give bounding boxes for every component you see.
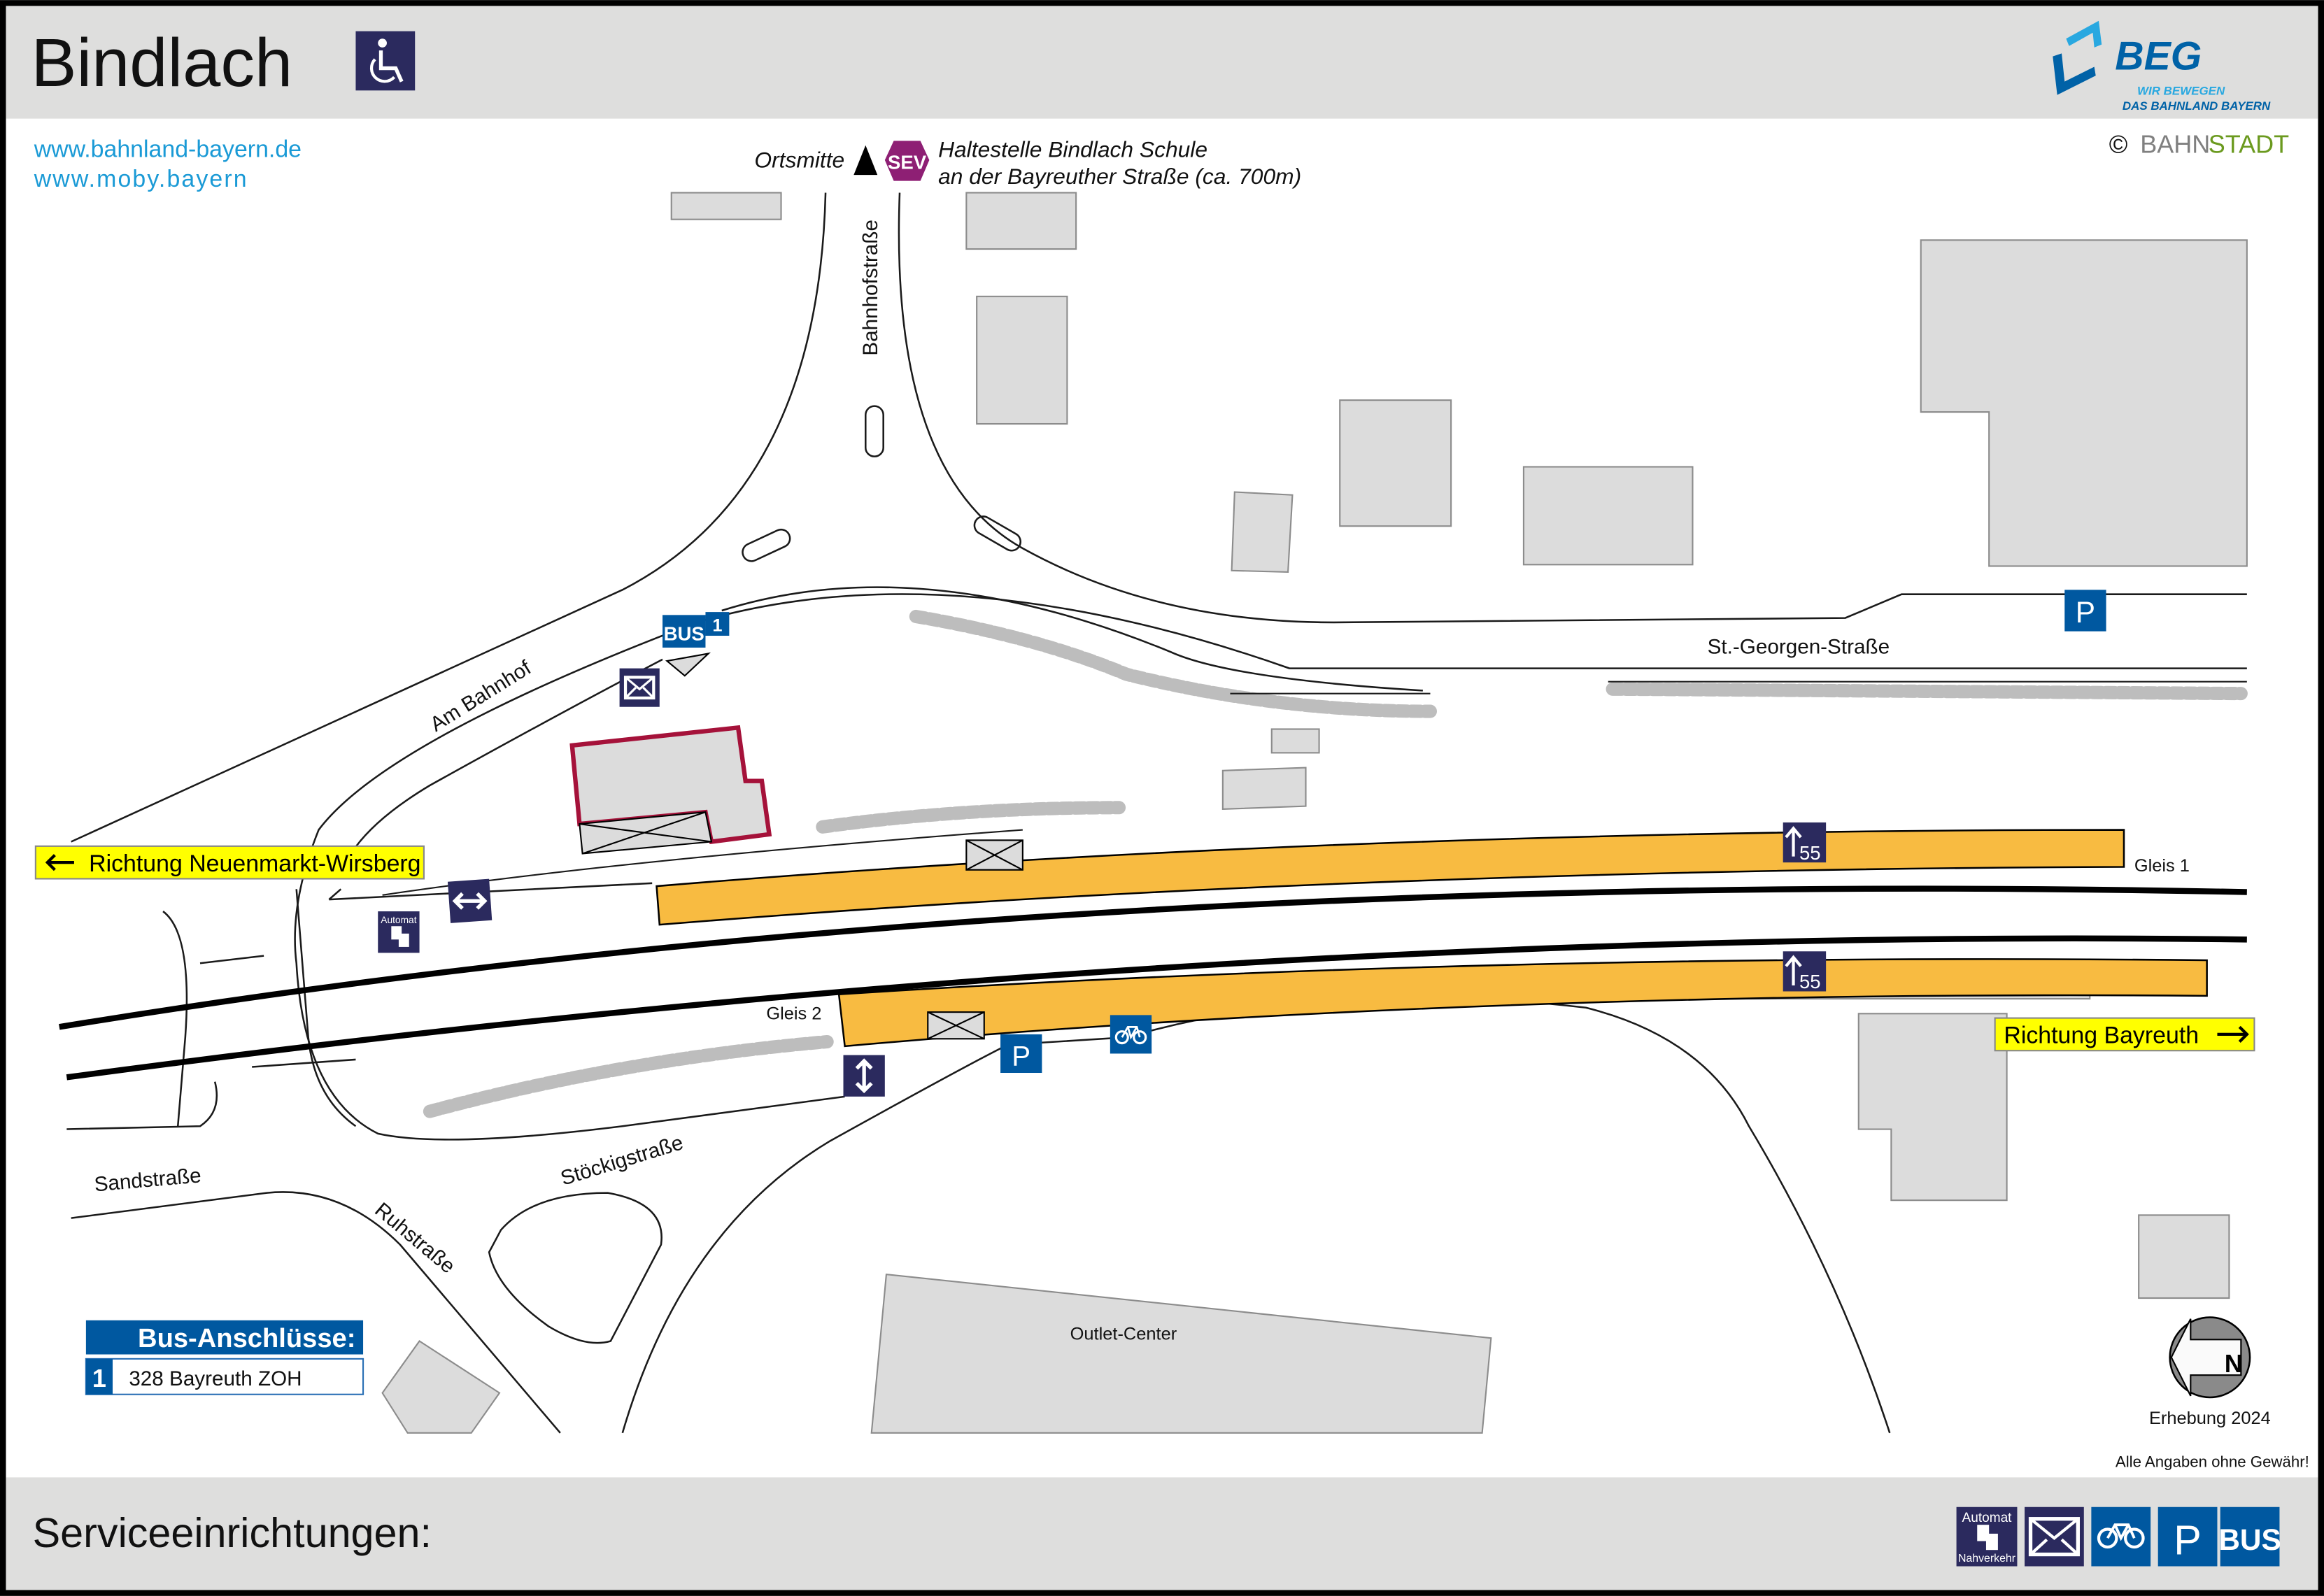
direction-triangle-icon	[853, 145, 878, 176]
beg-tagline-2: DAS BAHNLAND BAYERN	[2123, 99, 2271, 113]
platform-height-sign-gleis-2: 55	[1783, 951, 1827, 992]
track-gleis-1	[59, 885, 2247, 1030]
mailbox-icon-footer	[2025, 1506, 2084, 1567]
link-bahnland-bayern[interactable]: www.bahnland-bayern.de	[34, 136, 302, 163]
footer-automat-top: Automat	[1962, 1511, 2013, 1525]
sev-stop-line1: Haltestelle Bindlach Schule	[938, 137, 1207, 162]
buildings	[381, 192, 2248, 1434]
ortsmitte-label: Ortsmitte	[754, 148, 844, 173]
underpass-horizontal-icon	[447, 878, 493, 923]
beg-tagline-1: WIR BEWEGEN	[2137, 85, 2225, 98]
vegetation	[423, 609, 2248, 1118]
bus-icon: BUS	[2218, 1506, 2281, 1567]
bus-stop-number: 1	[712, 616, 722, 636]
outlet-center-label: Outlet-Center	[1070, 1324, 1177, 1344]
table-row: 1 328 Bayreuth ZOH	[85, 1358, 364, 1395]
footer-automat-bottom: Nahverkehr	[1958, 1553, 2016, 1565]
disclaimer: Alle Angaben ohne Gewähr!	[2116, 1453, 2309, 1471]
platform-height-sign-gleis-1: 55	[1783, 822, 1827, 864]
direction-east-label: Richtung Bayreuth	[2004, 1023, 2199, 1049]
beg-logo: BEG WIR BEWEGEN DAS BAHNLAND BAYERN	[2053, 20, 2271, 113]
ticket-machine-icon: Automat Nahverkehr	[1956, 1506, 2018, 1567]
link-moby-bayern[interactable]: www.moby.bayern	[34, 166, 248, 192]
beg-logo-text: BEG	[2115, 34, 2202, 79]
header-bar	[6, 6, 2318, 119]
footer-bar	[6, 1477, 2318, 1590]
bahnstadt-copyright: © BAHN STADT	[2109, 129, 2289, 158]
roads	[66, 192, 2247, 1434]
arrow-left-icon	[45, 854, 74, 871]
copyright-symbol: ©	[2109, 129, 2128, 158]
footer-parking-label: P	[2174, 1517, 2202, 1564]
sev-badge-text: SEV	[888, 152, 927, 173]
survey-year: Erhebung 2024	[2149, 1409, 2271, 1428]
automat-map-label: Automat	[381, 915, 416, 925]
gleis-1-label: Gleis 1	[2134, 856, 2190, 876]
street-bahnhofstrasse: Bahnhofstraße	[859, 220, 882, 356]
sev-stop-line2: an der Bayreuther Straße (ca. 700m)	[938, 164, 1301, 189]
height-value-gleis-1: 55	[1799, 842, 1821, 864]
mailbox-icon	[619, 668, 660, 707]
station-building	[569, 725, 772, 855]
platform-gleis-1	[656, 829, 2125, 926]
bicycle-parking-icon	[2091, 1506, 2151, 1567]
parking-label-2: P	[1012, 1040, 1030, 1071]
street-st-georgen: St.-Georgen-Straße	[1708, 635, 1890, 658]
sev-badge: SEV	[884, 141, 930, 181]
track-gleis-2	[66, 935, 2247, 1081]
bicycle-parking-icon-map	[1110, 1015, 1152, 1054]
platform-gleis-2	[837, 958, 2208, 1048]
parking-icon-st-georgen: P	[2064, 590, 2106, 632]
bus-stop-sign: BUS 1	[663, 612, 730, 677]
arrow-right-icon	[2217, 1025, 2249, 1043]
height-value-gleis-2: 55	[1799, 971, 1821, 992]
direction-east: Richtung Bayreuth	[1994, 1017, 2255, 1052]
underpass-vertical-icon	[843, 1055, 885, 1097]
bahnstadt-part1: BAHN	[2140, 129, 2210, 158]
footer-title: Serviceeinrichtungen:	[33, 1509, 432, 1556]
bus-connections-table: Bus-Anschlüsse: 1 328 Bayreuth ZOH	[85, 1320, 364, 1395]
bus-stop-number-cell: 1	[92, 1364, 106, 1392]
bus-route-cell: 328 Bayreuth ZOH	[129, 1367, 302, 1390]
north-letter: N	[2225, 1349, 2243, 1378]
page-title: Bindlach	[31, 24, 292, 101]
footer-bus-label: BUS	[2218, 1523, 2281, 1556]
shelter-gleis-2	[927, 1011, 985, 1040]
direction-west: Richtung Neuenmarkt-Wirsberg	[34, 845, 425, 880]
parking-label: P	[2076, 596, 2095, 629]
direction-west-label: Richtung Neuenmarkt-Wirsberg	[89, 850, 420, 877]
gleis-2-label: Gleis 2	[766, 1004, 821, 1024]
north-arrow-icon: N	[2169, 1316, 2251, 1399]
ticket-machine-icon-map: Automat	[378, 911, 420, 953]
bus-connections-title: Bus-Anschlüsse:	[138, 1323, 355, 1353]
parking-icon: P	[2158, 1506, 2218, 1567]
bus-sign-text: BUS	[664, 622, 704, 644]
wheelchair-icon	[355, 31, 416, 91]
parking-icon-stoeckig: P	[1000, 1034, 1042, 1074]
shelter-gleis-1	[965, 839, 1023, 871]
bahnstadt-part2: STADT	[2209, 129, 2289, 158]
